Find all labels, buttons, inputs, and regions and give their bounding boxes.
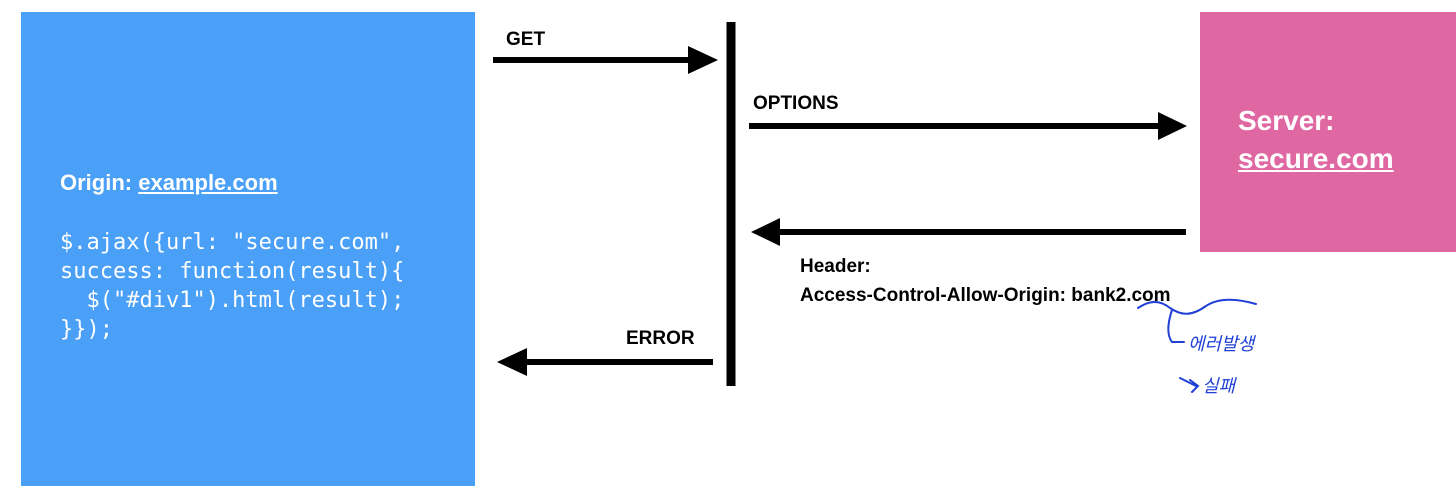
get-label: GET — [506, 29, 546, 50]
options-label: OPTIONS — [753, 93, 839, 114]
origin-box — [21, 12, 475, 486]
response-header: Header: Access-Control-Allow-Origin: ban… — [800, 252, 1171, 310]
acao-label: Access-Control-Allow-Origin: — [800, 285, 1067, 306]
server-title: Server: secure.com — [1238, 102, 1394, 178]
server-box — [1200, 12, 1456, 252]
origin-title: Origin: example.com — [60, 170, 278, 196]
origin-domain: example.com — [138, 170, 278, 195]
underline-squiggle — [1137, 298, 1257, 315]
handwritten-note-2: 실패 — [1202, 376, 1236, 397]
handwritten-note-1: 에러발생 — [1188, 334, 1255, 355]
response-arrow — [751, 218, 1186, 246]
header-label: Header: — [800, 256, 871, 277]
error-arrow — [497, 348, 713, 376]
acao-line: Access-Control-Allow-Origin: bank2.com — [800, 281, 1171, 310]
options-arrow — [749, 112, 1187, 140]
origin-label: Origin: — [60, 170, 133, 195]
get-arrow — [493, 46, 718, 74]
error-label: ERROR — [626, 328, 695, 349]
server-domain: secure.com — [1238, 143, 1394, 174]
ajax-code: $.ajax({url: "secure.com", success: func… — [60, 230, 405, 342]
handwritten-marks — [1137, 298, 1257, 393]
server-label: Server: — [1238, 105, 1335, 136]
hook-arrow-1 — [1167, 309, 1185, 343]
acao-value: bank2.com — [1071, 285, 1171, 306]
hook-arrow-2 — [1179, 377, 1200, 393]
